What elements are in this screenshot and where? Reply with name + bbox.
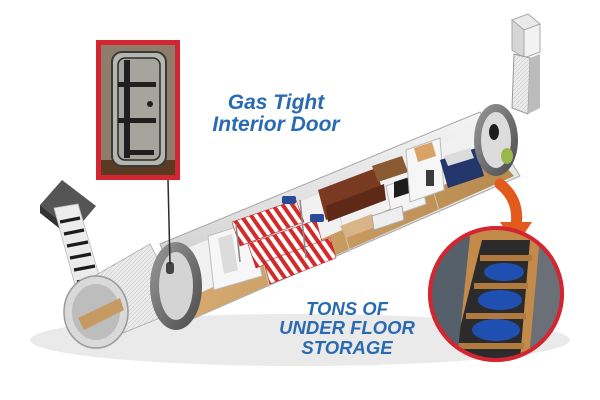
door-callout-text: Gas Tight Interior Door bbox=[196, 91, 356, 137]
door-inset-frame bbox=[96, 40, 180, 180]
door-callout-line2: Interior Door bbox=[212, 113, 340, 137]
storage-tanks bbox=[472, 263, 524, 341]
ground-shadow bbox=[30, 314, 570, 366]
storage-callout-line2: UNDER FLOOR bbox=[279, 317, 415, 339]
storage-callout-text: TONS OF UNDER FLOOR STORAGE bbox=[262, 298, 432, 358]
gas-tight-door bbox=[111, 51, 167, 167]
bunk-beds bbox=[231, 196, 337, 285]
storage-callout-line1: TONS OF bbox=[306, 298, 388, 319]
storage-callout-line3: STORAGE bbox=[301, 336, 393, 358]
interior-door-pointer-dot bbox=[166, 262, 174, 274]
kitchen-area bbox=[372, 137, 445, 203]
rear-endcap bbox=[474, 104, 518, 176]
storage-inset bbox=[428, 226, 564, 362]
door-callout-line1: Gas Tight bbox=[227, 91, 325, 114]
bulkhead-ring bbox=[150, 242, 202, 330]
door-callout-pointer bbox=[167, 179, 171, 265]
vent-shaft bbox=[511, 13, 541, 115]
bedroom-area bbox=[440, 148, 484, 188]
